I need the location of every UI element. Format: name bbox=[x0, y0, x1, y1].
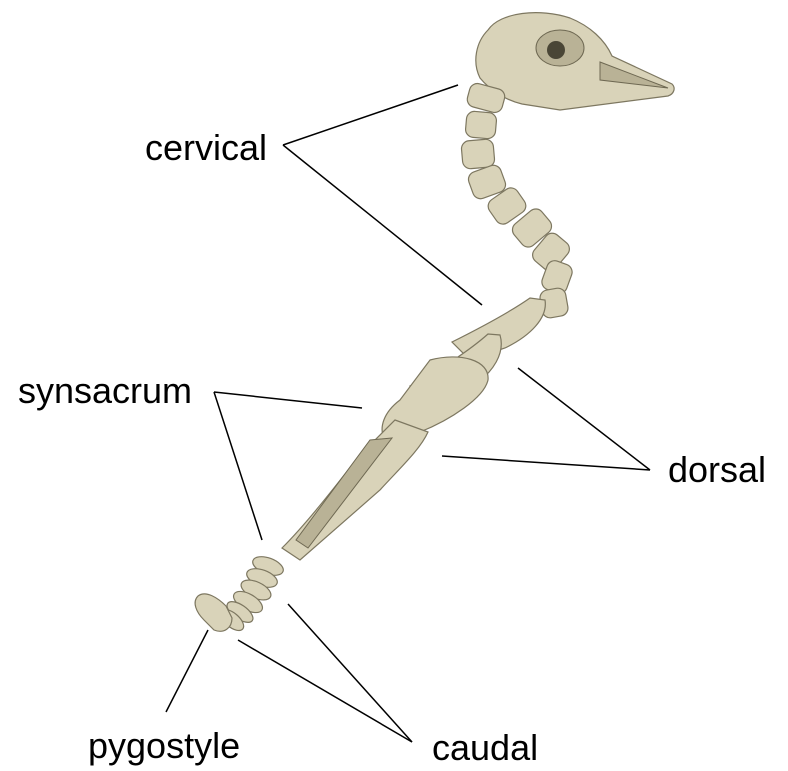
cervical-leader-upper bbox=[283, 85, 458, 145]
skull bbox=[476, 13, 674, 110]
caudal-leader-upper bbox=[288, 604, 412, 742]
pygostyle-leader bbox=[166, 630, 208, 712]
synsacrum-bone bbox=[282, 357, 488, 560]
label-cervical: cervical bbox=[145, 130, 267, 166]
synsacrum-leader-lower bbox=[214, 392, 262, 540]
label-synsacrum: synsacrum bbox=[18, 373, 192, 409]
cervical-vertebrae bbox=[461, 82, 575, 319]
caudal-leader-lower bbox=[238, 640, 412, 742]
dorsal-leader-upper bbox=[518, 368, 650, 470]
label-pygostyle: pygostyle bbox=[88, 728, 240, 764]
synsacrum-leader-upper bbox=[214, 392, 362, 408]
label-caudal: caudal bbox=[432, 730, 538, 766]
label-dorsal: dorsal bbox=[668, 452, 766, 488]
dorsal-leader-lower bbox=[442, 456, 650, 470]
pygostyle-bone bbox=[195, 594, 232, 631]
cervical-leader-lower bbox=[283, 145, 482, 305]
